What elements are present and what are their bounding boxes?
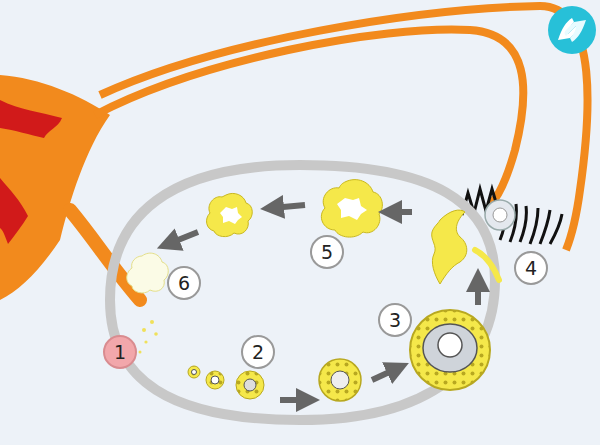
logo-watermark bbox=[548, 6, 596, 54]
callout-number: 3 bbox=[378, 303, 412, 337]
fallopian-tube bbox=[100, 6, 588, 250]
degenerating-cells bbox=[139, 320, 158, 354]
fallopian-tube bbox=[95, 30, 523, 205]
uterus bbox=[0, 75, 110, 300]
callout-number: 2 bbox=[241, 335, 275, 369]
ruptured-follicle bbox=[475, 250, 499, 280]
ovum bbox=[485, 200, 515, 230]
endometrium bbox=[0, 178, 28, 244]
callout-number: 1 bbox=[103, 335, 137, 369]
corpus-albicans bbox=[127, 253, 169, 293]
mature-follicle bbox=[410, 310, 490, 390]
callout-number: 4 bbox=[514, 251, 548, 285]
callout-number: 5 bbox=[310, 235, 344, 269]
cycle-arrow bbox=[168, 205, 478, 400]
callout-number: 6 bbox=[167, 266, 201, 300]
secondary-follicle bbox=[319, 359, 361, 401]
endometrium bbox=[0, 100, 62, 138]
corpus-luteum bbox=[337, 198, 367, 220]
ovary-outline bbox=[110, 165, 495, 420]
primordial-follicles bbox=[188, 366, 264, 399]
corpus-luteum bbox=[220, 207, 242, 224]
ruptured-follicle bbox=[432, 210, 467, 284]
corpus-luteum bbox=[321, 180, 382, 237]
corpus-luteum bbox=[207, 193, 253, 236]
